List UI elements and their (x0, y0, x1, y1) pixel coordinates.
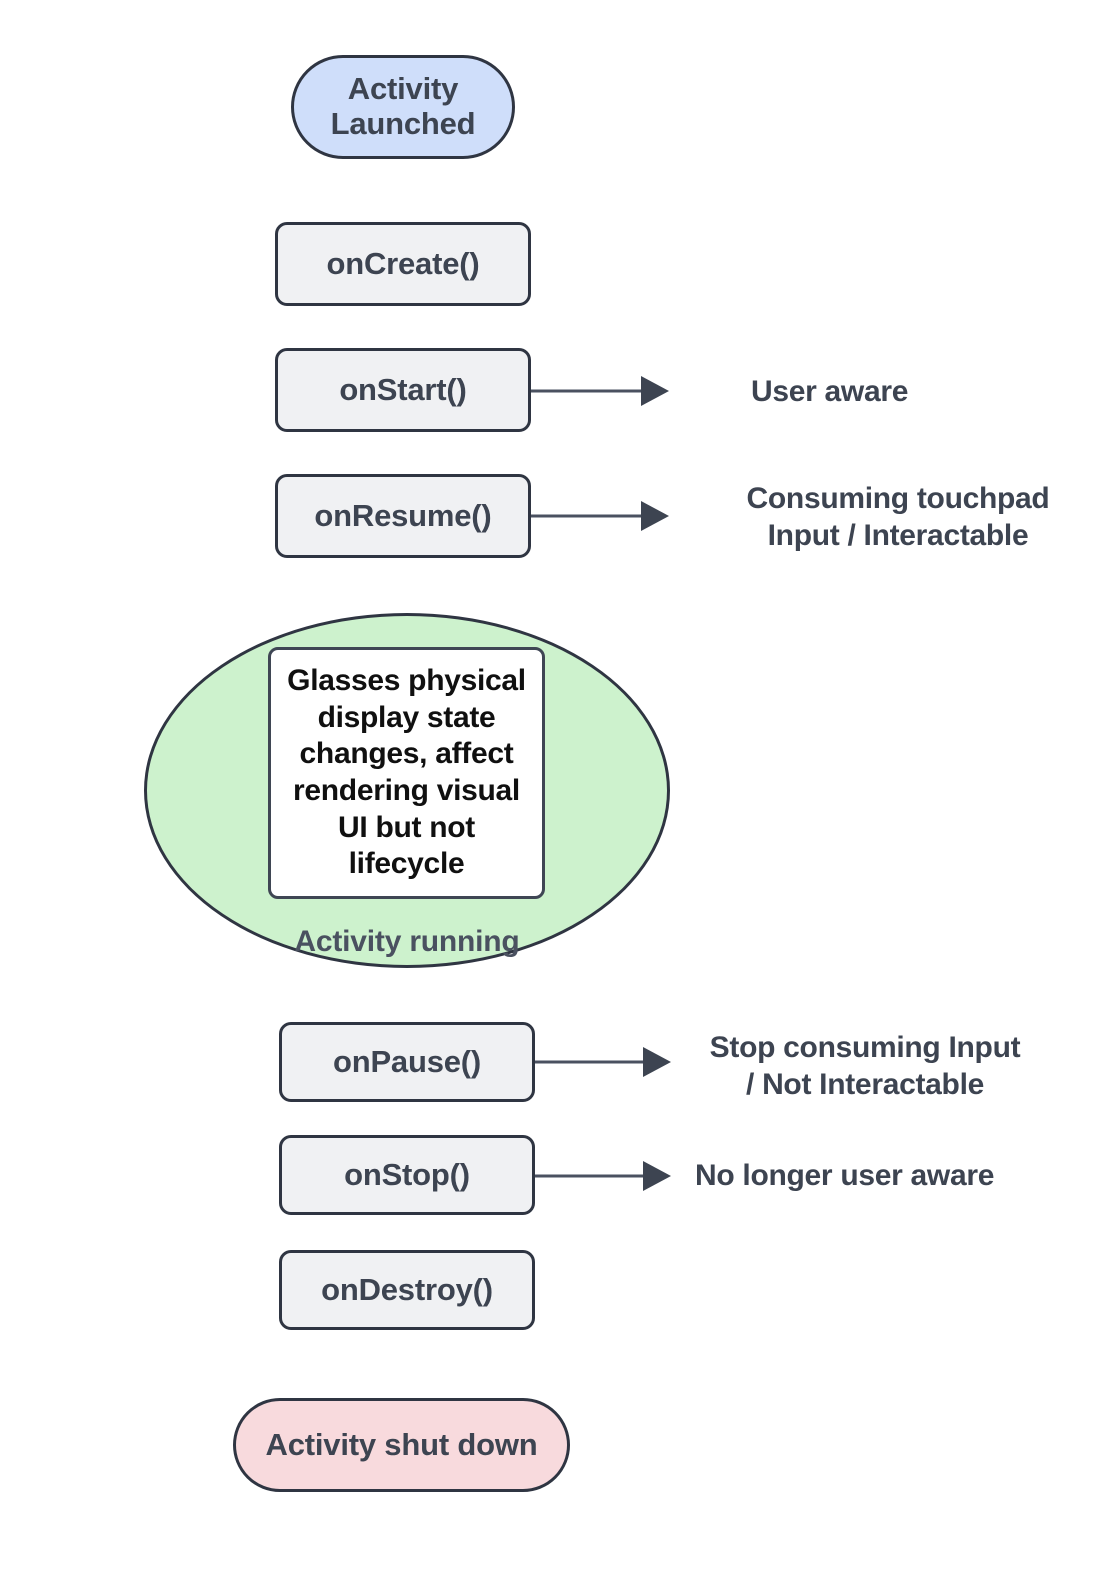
node-onstart[interactable]: onStart() (275, 348, 531, 432)
node-activity-running-label: Activity running (294, 925, 520, 958)
arrow-onstart-to-user-aware (531, 376, 669, 406)
node-activity-launched-label: Activity Launched (330, 71, 476, 141)
annotation-user-aware: User aware (751, 375, 909, 408)
annotation-stop-consuming-input: Stop consuming Input / Not Interactable (709, 1031, 1021, 1101)
node-activity-shut-down[interactable]: Activity shut down (233, 1398, 570, 1492)
node-onstart-label: onStart() (339, 371, 467, 407)
node-onstop-label: onStop() (344, 1156, 470, 1192)
node-onresume-label: onResume() (314, 497, 492, 533)
node-activity-launched[interactable]: Activity Launched (291, 55, 515, 159)
arrow-onresume-to-consuming-input (531, 501, 669, 531)
node-onpause[interactable]: onPause() (279, 1022, 535, 1102)
node-oncreate[interactable]: onCreate() (275, 222, 531, 306)
node-onstop[interactable]: onStop() (279, 1135, 535, 1215)
note-glasses-display-state: Glasses physical display state changes, … (268, 647, 545, 899)
node-onpause-label: onPause() (332, 1043, 482, 1079)
arrow-onpause-to-stop-consuming (535, 1047, 671, 1077)
node-onresume[interactable]: onResume() (275, 474, 531, 558)
node-activity-shut-down-label: Activity shut down (265, 1426, 538, 1462)
note-glasses-display-state-text: Glasses physical display state changes, … (287, 664, 526, 881)
annotation-no-longer-user-aware: No longer user aware (695, 1159, 995, 1192)
node-ondestroy[interactable]: onDestroy() (279, 1250, 535, 1330)
node-oncreate-label: onCreate() (326, 245, 480, 281)
arrow-onstop-to-no-longer-aware (535, 1161, 671, 1191)
annotation-consuming-touchpad-input: Consuming touchpad Input / Interactable (746, 482, 1050, 552)
node-ondestroy-label: onDestroy() (321, 1271, 493, 1307)
